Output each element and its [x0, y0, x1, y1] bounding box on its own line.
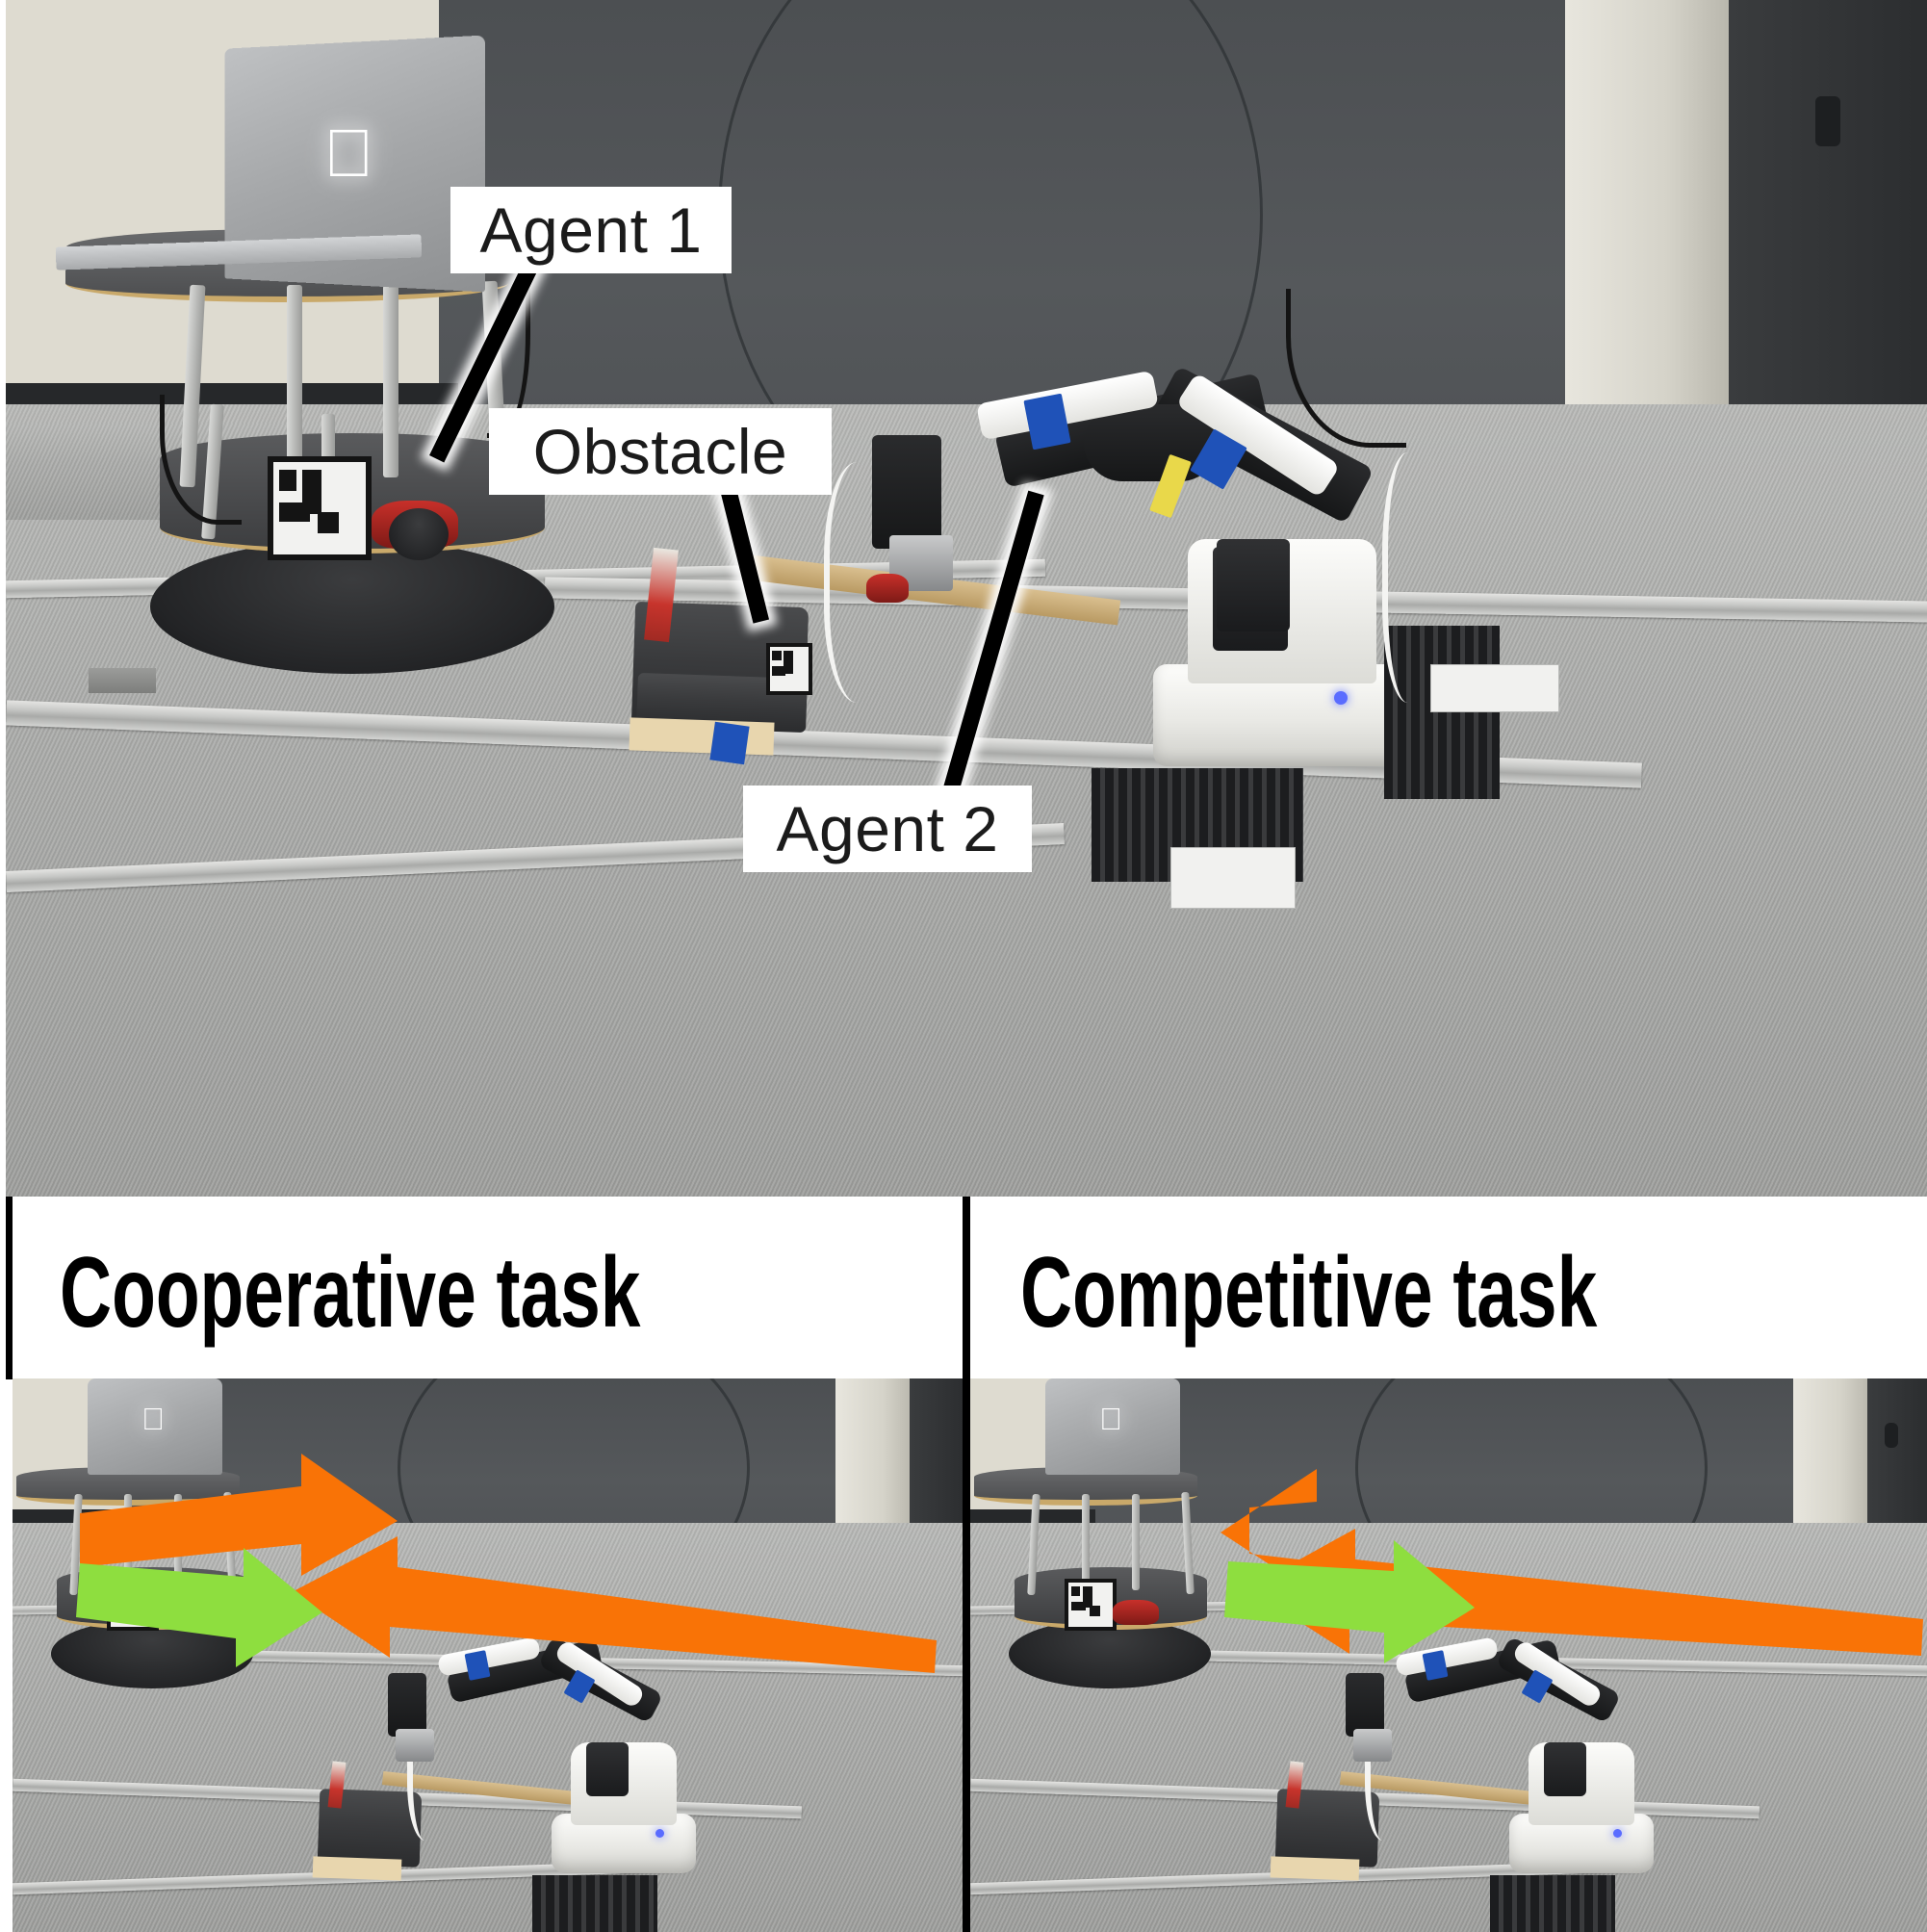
- dobot-status-led: [1334, 691, 1348, 705]
- robot-sensor: [389, 508, 449, 560]
- comp-dobot-led: [1613, 1829, 1622, 1838]
- competitive-task-panel: : [970, 1378, 1927, 1932]
- comp-apple-logo-icon: : [1099, 1404, 1122, 1434]
- coop-cardboard: [312, 1856, 402, 1881]
- coop-post-2: [124, 1494, 132, 1590]
- coop-robot-red: [155, 1600, 201, 1625]
- left-edge-rule: [6, 1197, 13, 1379]
- obstacle-blue-tape: [709, 721, 750, 765]
- coop-apple-logo-icon: : [141, 1404, 165, 1434]
- dobot-rear-motor: [1217, 539, 1290, 631]
- coop-post-3: [174, 1494, 182, 1590]
- end-effector-red-pad: [866, 574, 909, 603]
- panel-divider: [963, 1197, 970, 1932]
- callout-agent-1: Agent 1: [450, 187, 732, 273]
- cooperative-scene: : [13, 1378, 963, 1932]
- callout-obstacle-label: Obstacle: [532, 416, 788, 487]
- caption-cooperative-label: Cooperative task: [60, 1236, 641, 1349]
- comp-end-effector: [1353, 1729, 1392, 1762]
- coop-ar-marker: [107, 1579, 159, 1631]
- comp-dobot-motor: [1544, 1742, 1586, 1796]
- comp-dobot-wrist: [1346, 1673, 1384, 1737]
- caption-competitive: Competitive task: [1020, 1235, 1597, 1351]
- ar-marker-obstacle: [766, 643, 812, 695]
- caption-competitive-label: Competitive task: [1020, 1236, 1598, 1349]
- comp-laptop-lid: [1045, 1378, 1180, 1475]
- comp-tube: [1365, 1696, 1409, 1841]
- dobot-wrist-bracket: [872, 435, 941, 549]
- comp-mobile-robot-base: [1009, 1619, 1211, 1688]
- coop-dobot-wrist: [388, 1673, 426, 1737]
- caption-cooperative: Cooperative task: [60, 1235, 640, 1351]
- callout-agent-2: Agent 2: [743, 786, 1032, 872]
- coop-dobot-motor: [586, 1742, 629, 1796]
- comp-post-2: [1082, 1494, 1090, 1590]
- comp-wall-switch: [1885, 1423, 1898, 1448]
- controller-box: [1170, 847, 1296, 909]
- mobile-robot-base: [150, 539, 554, 674]
- callout-agent-2-label: Agent 2: [776, 793, 999, 864]
- wall-switch: [1815, 96, 1840, 146]
- coop-end-effector: [396, 1729, 434, 1762]
- competitive-scene: : [970, 1378, 1927, 1932]
- comp-ar-marker: [1065, 1579, 1117, 1631]
- coop-dobot-led: [655, 1829, 664, 1838]
- coop-tube: [407, 1696, 451, 1841]
- rail-connector-left: [89, 668, 156, 693]
- overview-photo-panel: : [6, 0, 1927, 1197]
- callout-obstacle: Obstacle: [489, 408, 832, 495]
- coop-cable-chain: [532, 1875, 657, 1932]
- dobot-air-hose: [1382, 452, 1446, 703]
- comp-post-3: [1132, 1494, 1140, 1590]
- callout-agent-1-label: Agent 1: [479, 194, 703, 266]
- overview-scene: : [6, 0, 1927, 1197]
- comp-cardboard: [1270, 1856, 1360, 1881]
- robot-post-2: [287, 285, 302, 477]
- robot-post-3: [383, 285, 398, 477]
- apple-logo-icon: : [323, 119, 374, 187]
- obstacle-cardboard: [629, 717, 775, 756]
- air-tube: [824, 462, 907, 703]
- comp-cable-chain: [1490, 1875, 1615, 1932]
- cooperative-task-panel: : [13, 1378, 963, 1932]
- right-device: [1430, 664, 1559, 712]
- comp-robot-red: [1113, 1600, 1159, 1625]
- ar-marker-agent1: [268, 456, 372, 560]
